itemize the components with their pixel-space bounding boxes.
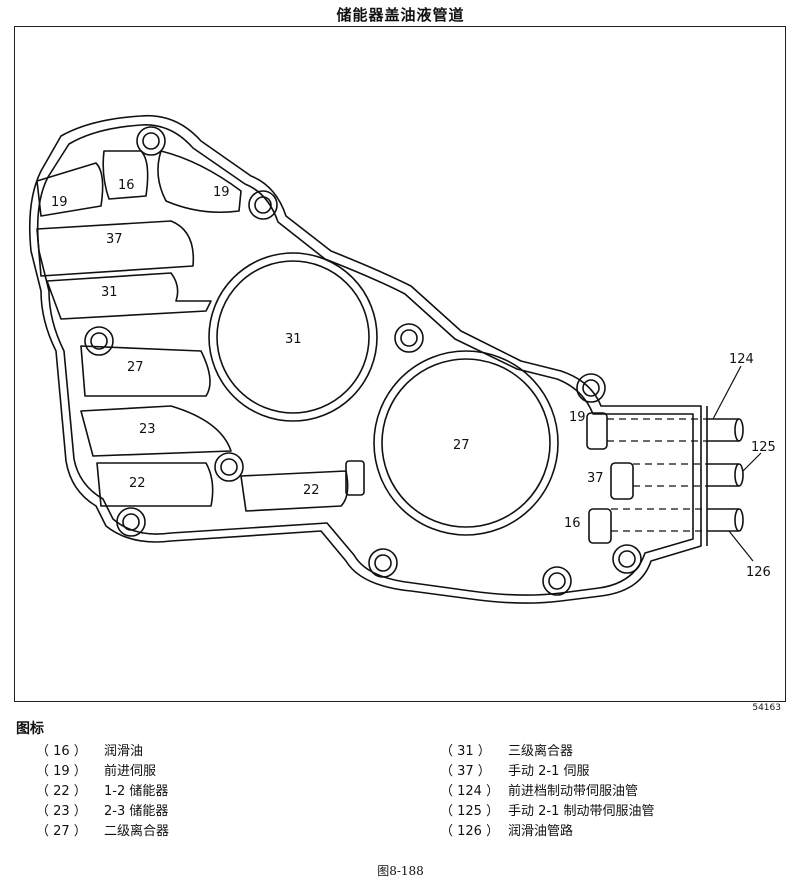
legend-left-column: （ 16 ） 润滑油 （ 19 ） 前进伺服 （ 22 ） 1-2 储能器 （ 23 … xyxy=(36,742,169,842)
legend-code: （ 27 ） xyxy=(36,824,87,839)
leader-124 xyxy=(712,365,742,420)
label-27-chamber: 27 xyxy=(453,438,470,453)
legend-code: （ 23 ） xyxy=(36,804,87,819)
tube-125-end xyxy=(734,463,744,487)
legend-label: 前进伺服 xyxy=(104,764,157,779)
leader-126 xyxy=(728,530,754,562)
legend-code: （ 126 ） xyxy=(440,824,500,839)
bolt-hole xyxy=(394,323,424,353)
legend-label: 润滑油 xyxy=(104,744,144,759)
passage-small xyxy=(345,460,365,496)
chamber-27-inner xyxy=(381,358,551,528)
legend-item: （ 23 ） 2-3 储能器 xyxy=(36,802,169,822)
label-37-port: 37 xyxy=(587,471,604,486)
legend-heading: 图标 xyxy=(16,721,44,737)
port-37 xyxy=(610,462,634,500)
legend-label: 手动 2-1 伺服 xyxy=(508,764,590,779)
legend-code: （ 125 ） xyxy=(440,804,500,819)
legend-label: 1-2 储能器 xyxy=(104,784,169,799)
legend-item: （ 31 ） 三级离合器 xyxy=(440,742,655,762)
legend-code: （ 124 ） xyxy=(440,784,500,799)
cover-outline-outer xyxy=(28,114,702,604)
label-19-top: 19 xyxy=(213,185,230,200)
label-22-right: 22 xyxy=(303,483,320,498)
bolt-hole xyxy=(368,548,398,578)
port-16 xyxy=(588,508,612,544)
tube-124-end xyxy=(734,418,744,442)
legend-item: （ 126 ） 润滑油管路 xyxy=(440,822,655,842)
diagram-frame: 19 16 19 37 31 31 27 27 23 22 22 19 37 1… xyxy=(14,26,786,702)
cover-outline-inner xyxy=(36,124,694,596)
callout-125: 125 xyxy=(751,440,776,455)
passage-19-top xyxy=(157,150,242,214)
label-31-left: 31 xyxy=(101,285,118,300)
leader-125 xyxy=(742,452,762,472)
passage-22-right xyxy=(240,470,349,512)
bolt-hole xyxy=(214,452,244,482)
legend-label: 前进档制动带伺服油管 xyxy=(508,784,639,799)
tube-126-end xyxy=(734,508,744,532)
figure-caption: 图8-188 xyxy=(377,864,424,878)
passage-23 xyxy=(80,405,232,457)
accumulator-cover-diagram: 19 16 19 37 31 31 27 27 23 22 22 19 37 1… xyxy=(28,114,776,604)
legend-item: （ 125 ） 手动 2-1 制动带伺服油管 xyxy=(440,802,655,822)
callout-126: 126 xyxy=(746,565,771,580)
chamber-27 xyxy=(373,350,559,536)
bolt-hole xyxy=(542,566,572,596)
bolt-hole xyxy=(576,373,606,403)
bolt-hole xyxy=(612,544,642,574)
bolt-hole xyxy=(248,190,278,220)
legend-code: （ 31 ） xyxy=(440,744,491,759)
passage-16 xyxy=(102,150,149,200)
label-19-port: 19 xyxy=(569,410,586,425)
passage-31-left xyxy=(46,272,212,320)
label-37: 37 xyxy=(106,232,123,247)
legend-item: （ 124 ） 前进档制动带伺服油管 xyxy=(440,782,655,802)
chamber-31 xyxy=(208,252,378,422)
label-19-left: 19 xyxy=(51,195,68,210)
legend-label: 手动 2-1 制动带伺服油管 xyxy=(508,804,655,819)
legend-item: （ 19 ） 前进伺服 xyxy=(36,762,169,782)
legend-label: 二级离合器 xyxy=(104,824,170,839)
legend-label: 2-3 储能器 xyxy=(104,804,169,819)
legend-code: （ 22 ） xyxy=(36,784,87,799)
legend-code: （ 37 ） xyxy=(440,764,491,779)
label-23: 23 xyxy=(139,422,156,437)
passage-19-left xyxy=(36,162,104,217)
label-16: 16 xyxy=(118,178,135,193)
legend-item: （ 37 ） 手动 2-1 伺服 xyxy=(440,762,655,782)
legend-item: （ 16 ） 润滑油 xyxy=(36,742,169,762)
page-title: 储能器盖油液管道 xyxy=(336,6,465,24)
bolt-hole xyxy=(136,126,166,156)
legend-right-column: （ 31 ） 三级离合器 （ 37 ） 手动 2-1 伺服 （ 124 ） 前进档制动… xyxy=(440,742,655,842)
legend-code: （ 16 ） xyxy=(36,744,87,759)
legend-label: 润滑油管路 xyxy=(508,824,574,839)
chamber-31-inner xyxy=(216,260,370,414)
label-27-left: 27 xyxy=(127,360,144,375)
passage-37 xyxy=(36,220,195,277)
label-22-left: 22 xyxy=(129,476,146,491)
legend-item: （ 22 ） 1-2 储能器 xyxy=(36,782,169,802)
bolt-hole xyxy=(116,507,146,537)
legend-item: （ 27 ） 二级离合器 xyxy=(36,822,169,842)
bolt-hole xyxy=(84,326,114,356)
passage-27-left xyxy=(80,345,211,397)
callout-124: 124 xyxy=(729,352,754,367)
label-31-chamber: 31 xyxy=(285,332,302,347)
legend-label: 三级离合器 xyxy=(508,744,574,759)
legend-code: （ 19 ） xyxy=(36,764,87,779)
label-16-port: 16 xyxy=(564,516,581,531)
figure-code: 54163 xyxy=(752,703,781,713)
port-19 xyxy=(586,412,608,450)
passage-22-left xyxy=(96,462,214,507)
